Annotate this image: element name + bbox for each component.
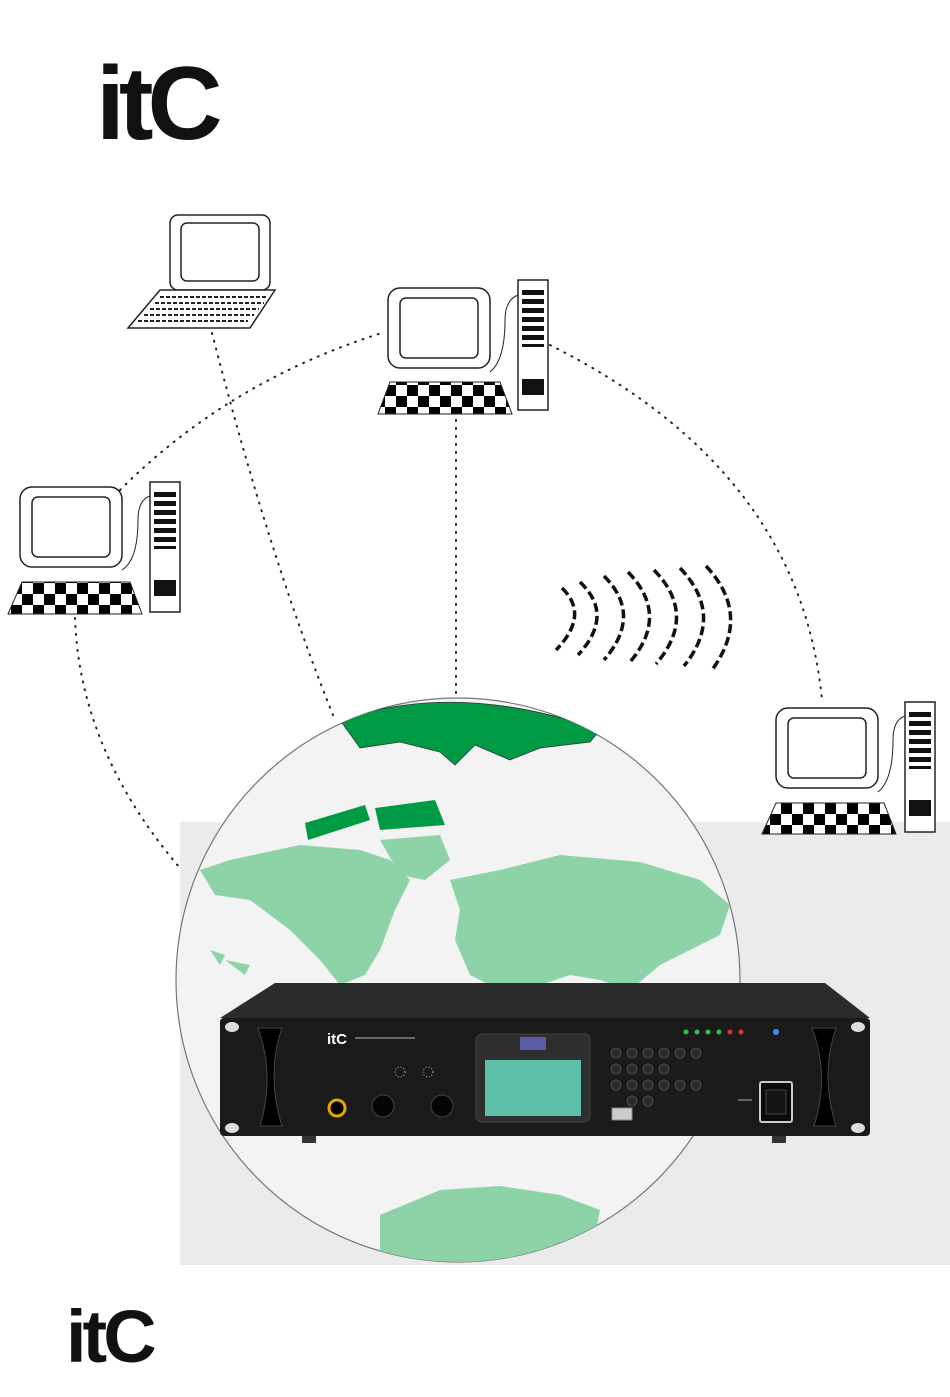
desktop-pc-icon-left — [8, 482, 180, 614]
laptop-icon — [128, 215, 275, 328]
link-top-right — [550, 345, 822, 700]
desktop-pc-icon-top — [378, 280, 548, 414]
globe-icon — [176, 698, 740, 1262]
device-logo: itC — [327, 1031, 347, 1048]
lcd-screen — [485, 1060, 581, 1116]
wireless-signal-icon — [556, 566, 731, 670]
itc-logo-bottom: itC — [66, 1300, 153, 1374]
volume-knob-left — [372, 1095, 394, 1117]
headphone-jack — [329, 1100, 345, 1116]
link-laptop-globe — [212, 333, 335, 720]
rack-mount-device-icon: itC — [220, 983, 870, 1143]
volume-knob-right — [431, 1095, 453, 1117]
link-left-globe — [75, 618, 195, 885]
device-top — [220, 983, 870, 1018]
desktop-pc-icon-right — [762, 702, 935, 834]
usb-port — [612, 1108, 632, 1120]
link-left-top — [120, 332, 385, 490]
